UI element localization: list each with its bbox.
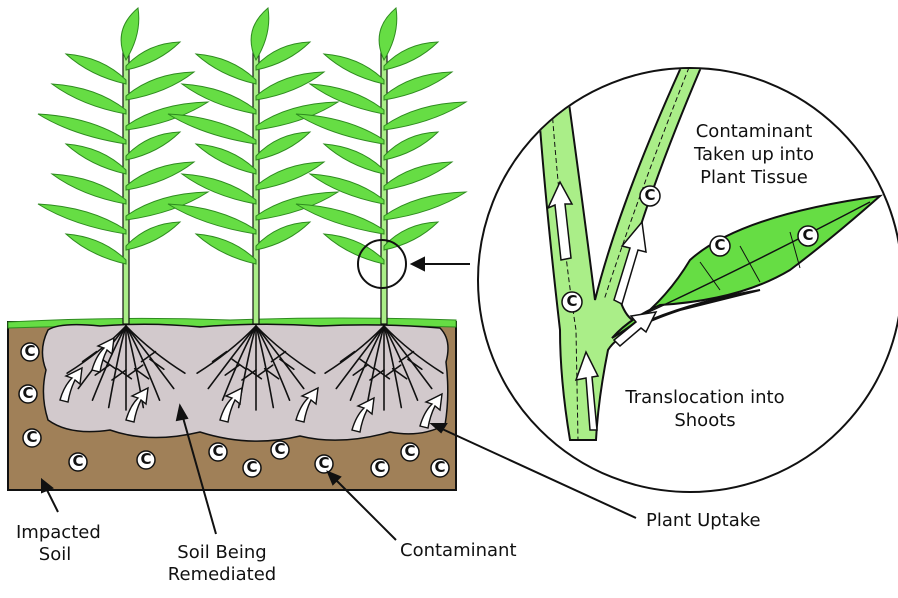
soil-being-remediated-line-2: Remediated: [167, 564, 277, 585]
contaminant-marker: C: [20, 342, 40, 362]
svg-text:C: C: [566, 292, 577, 310]
translocation-label: Translocation into Shoots: [620, 386, 790, 432]
svg-text:C: C: [22, 384, 33, 402]
remediated-soil-zone: [41, 323, 449, 442]
contaminant-marker: C: [561, 291, 583, 313]
taken-up-line-2: Taken up into: [693, 144, 815, 165]
contaminant-marker: C: [797, 225, 819, 247]
contaminant-label: Contaminant: [400, 540, 517, 561]
svg-text:C: C: [274, 440, 285, 458]
contaminant-marker: C: [18, 384, 38, 404]
contaminant-marker: C: [370, 458, 390, 478]
contaminant-marker: C: [208, 442, 228, 462]
translocation-line-1: Translocation into: [625, 387, 785, 408]
soil-being-remediated-label: Soil Being Remediated: [160, 542, 284, 586]
plant-uptake-label: Plant Uptake: [646, 510, 761, 531]
svg-text:C: C: [24, 342, 35, 360]
contaminant-marker: C: [270, 440, 290, 460]
contaminant-marker: C: [68, 452, 88, 472]
uptake-arrows: [59, 336, 443, 433]
svg-text:C: C: [318, 454, 329, 472]
impacted-soil-line-1: Impacted: [16, 522, 101, 543]
zoom-contaminant-markers: C C C C: [561, 185, 819, 313]
svg-text:C: C: [714, 236, 725, 254]
taken-up-line-1: Contaminant: [695, 121, 813, 142]
svg-text:C: C: [404, 442, 415, 460]
translocation-line-2: Shoots: [674, 410, 736, 431]
contaminant-marker: C: [136, 450, 156, 470]
svg-text:C: C: [140, 450, 151, 468]
taken-up-line-3: Plant Tissue: [700, 167, 808, 188]
svg-text:C: C: [802, 226, 813, 244]
svg-text:C: C: [434, 458, 445, 476]
plant: [167, 7, 340, 325]
plant-roots: [66, 325, 444, 411]
contaminant-marker: C: [242, 458, 262, 478]
contaminant-marker: C: [400, 442, 420, 462]
svg-text:C: C: [374, 458, 385, 476]
contaminant-marker: C: [314, 454, 334, 474]
svg-text:C: C: [644, 186, 655, 204]
zoom-source-circle: [357, 239, 407, 289]
svg-text:C: C: [26, 428, 37, 446]
contaminant-taken-up-label: Contaminant Taken up into Plant Tissue: [676, 120, 832, 189]
impacted-soil-line-2: Soil: [38, 544, 72, 565]
contaminant-marker: C: [22, 428, 42, 448]
contaminant-marker: C: [709, 235, 731, 257]
plant: [37, 7, 210, 325]
svg-text:C: C: [246, 458, 257, 476]
svg-text:C: C: [72, 452, 83, 470]
plant: [295, 7, 468, 325]
svg-text:C: C: [212, 442, 223, 460]
plants: [37, 7, 468, 325]
impacted-soil-label: Impacted Soil: [16, 522, 101, 566]
contaminant-marker: C: [639, 185, 661, 207]
contaminant-marker: C: [430, 458, 450, 478]
pointer-lines: [41, 256, 637, 541]
soil-being-remediated-line-1: Soil Being: [177, 542, 267, 563]
